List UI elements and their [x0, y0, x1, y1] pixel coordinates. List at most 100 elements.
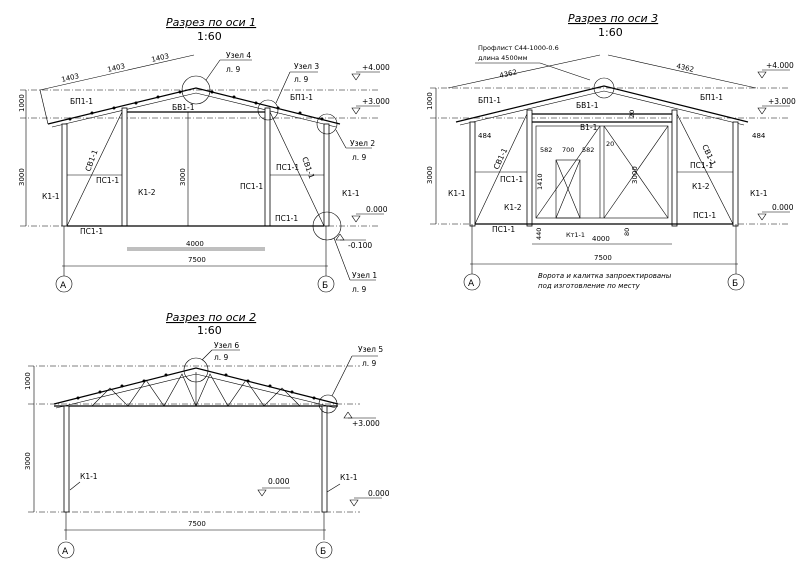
level-eave: +3.000	[362, 97, 390, 106]
axis-a-label: А	[60, 281, 67, 291]
rafter-left-dim: 4362	[499, 68, 518, 80]
s2-dim-span: 7500	[188, 520, 206, 528]
section2-scale: 1:60	[197, 324, 222, 337]
s3-label-v1: В1-1	[580, 123, 598, 132]
dim-inner-w: 4000	[186, 240, 204, 248]
node3-sheet: л. 9	[294, 75, 309, 84]
s2-purlins	[76, 373, 316, 400]
node2-sheet: л. 9	[352, 153, 367, 162]
dim-700: 700	[562, 146, 574, 154]
column-right	[323, 123, 330, 227]
dim-582b: 582	[582, 146, 594, 154]
dim-wall-h: 3000	[18, 168, 26, 186]
s3-level-markers: +4.000 +3.000 0.000	[757, 61, 796, 221]
s2-dim-roof-h: 1000	[24, 372, 32, 390]
node3-label: Узел 3	[294, 62, 319, 71]
node-5-circle	[318, 394, 338, 414]
s3-label-k1-1: К1-1	[448, 189, 466, 198]
s3-label-ps1-bottom-r: ПС1-1	[693, 211, 716, 220]
s2-level-ground: 0.000	[368, 489, 390, 498]
gate-frame	[535, 125, 669, 219]
dim-3000-inner: 3000	[631, 166, 639, 184]
dim-80: 80	[623, 228, 631, 236]
s2-level-markers: +3.000 0.000 0.000	[257, 411, 390, 507]
section-axis-2: Разрез по оси 2 1:60 Узел 6 л. 9 Узел 5 …	[24, 311, 390, 559]
s3-label-k1-2: К1-2	[504, 203, 522, 212]
dim-4000-s3: 4000	[592, 235, 610, 243]
column-left	[61, 123, 68, 227]
axis-b-bubble	[317, 275, 335, 293]
node6-label: Узел 6	[214, 341, 239, 350]
s3-label-bp1-right: БП1-1	[700, 93, 723, 102]
axis-a-bubble	[55, 275, 73, 293]
section1-title: Разрез по оси 1	[166, 16, 256, 29]
roof-note-2: длина 4500мм	[478, 54, 528, 62]
section3-scale: 1:60	[598, 26, 623, 39]
s3-dim-wall-h: 3000	[426, 166, 434, 184]
node-6-circle	[183, 357, 209, 383]
level-markers: +4.000 +3.000 0.000 -0.100	[335, 63, 390, 250]
label-ps1-bottom: ПС1-1	[80, 227, 103, 236]
s3-label-sv1-left: СВ1-1	[492, 146, 510, 171]
label-k1-2b: ПС1-1	[240, 182, 263, 191]
dim-582a: 582	[540, 146, 552, 154]
gate-note-2: под изготовление по месту	[538, 282, 641, 290]
rafter-dim-2: 1403	[107, 62, 126, 74]
s3-axis-b-bubble	[727, 273, 745, 291]
s3-level-ground: 0.000	[772, 203, 794, 212]
label-k1-1-right: К1-1	[342, 189, 360, 198]
rafter-dim-1: 1403	[61, 72, 80, 84]
dim-span: 7500	[188, 256, 206, 264]
s3-label-k1-2r: К1-2	[692, 182, 710, 191]
column-inner-left	[121, 107, 128, 227]
node4-label: Узел 4	[226, 51, 251, 60]
dim-484-left: 484	[478, 132, 492, 140]
label-sv1-left: СВ1-1	[83, 148, 99, 173]
dim-20-mid: 20	[606, 140, 614, 148]
s3-axis-a-bubble	[463, 273, 481, 291]
s2-dim-wall-h: 3000	[24, 452, 32, 470]
node6-sheet: л. 9	[214, 353, 229, 362]
s3-dim-span: 7500	[594, 254, 612, 262]
s3-label-bv1: БВ1-1	[576, 101, 599, 110]
level-ground: 0.000	[366, 205, 388, 214]
dim-440: 440	[535, 228, 543, 240]
dim-20-top: 20	[628, 110, 636, 118]
axis-b-label: Б	[322, 281, 328, 291]
s3-label-ps1-bottom: ПС1-1	[492, 225, 515, 234]
gate-note-1: Ворота и калитка запроектированы	[538, 272, 672, 280]
s3-label-bp1-left: БП1-1	[478, 96, 501, 105]
s3-ridge-circle	[593, 77, 615, 99]
dim-inner-h: 3000	[179, 168, 187, 186]
purlins	[68, 90, 324, 121]
s3-column-right	[732, 121, 739, 227]
label-ps1-1b: ПС1-1	[276, 163, 299, 172]
node4-sheet: л. 9	[226, 65, 241, 74]
node1-sheet: л. 9	[352, 285, 367, 294]
s2-label-k1-1: К1-1	[80, 472, 98, 481]
s3-label-ps1-right: ПС1-1	[690, 161, 713, 170]
label-k1-2: К1-2	[138, 188, 156, 197]
node-2-circle	[316, 113, 338, 135]
node2-label: Узел 2	[350, 139, 375, 148]
truss-web	[91, 372, 301, 407]
s3-label-k1-1r: К1-1	[750, 189, 768, 198]
section-axis-3: Разрез по оси 3 1:60 Профлист С44-1000-0…	[426, 12, 796, 291]
s3-column-inner-right	[671, 109, 678, 227]
wicket-door	[555, 159, 581, 219]
node-4-circle	[181, 75, 211, 105]
node5-sheet: л. 9	[362, 359, 377, 368]
s3-dim-roof-h: 1000	[426, 92, 434, 110]
node-3-circle	[257, 99, 279, 121]
roof-note-1: Профлист С44-1000-0.6	[478, 44, 559, 52]
s2-column-right	[321, 405, 328, 513]
s2-axis-a-bubble	[57, 541, 75, 559]
column-inner-right	[264, 107, 271, 227]
label-ps1-1a: ПС1-1	[96, 176, 119, 185]
level-top: +4.000	[362, 63, 390, 72]
section-axis-1: Разрез по оси 1 1:60 1403 1403 1403	[18, 16, 390, 294]
node-1-circle	[312, 211, 342, 241]
section1-scale: 1:60	[197, 30, 222, 43]
s2-axis-a-label: А	[62, 547, 69, 557]
